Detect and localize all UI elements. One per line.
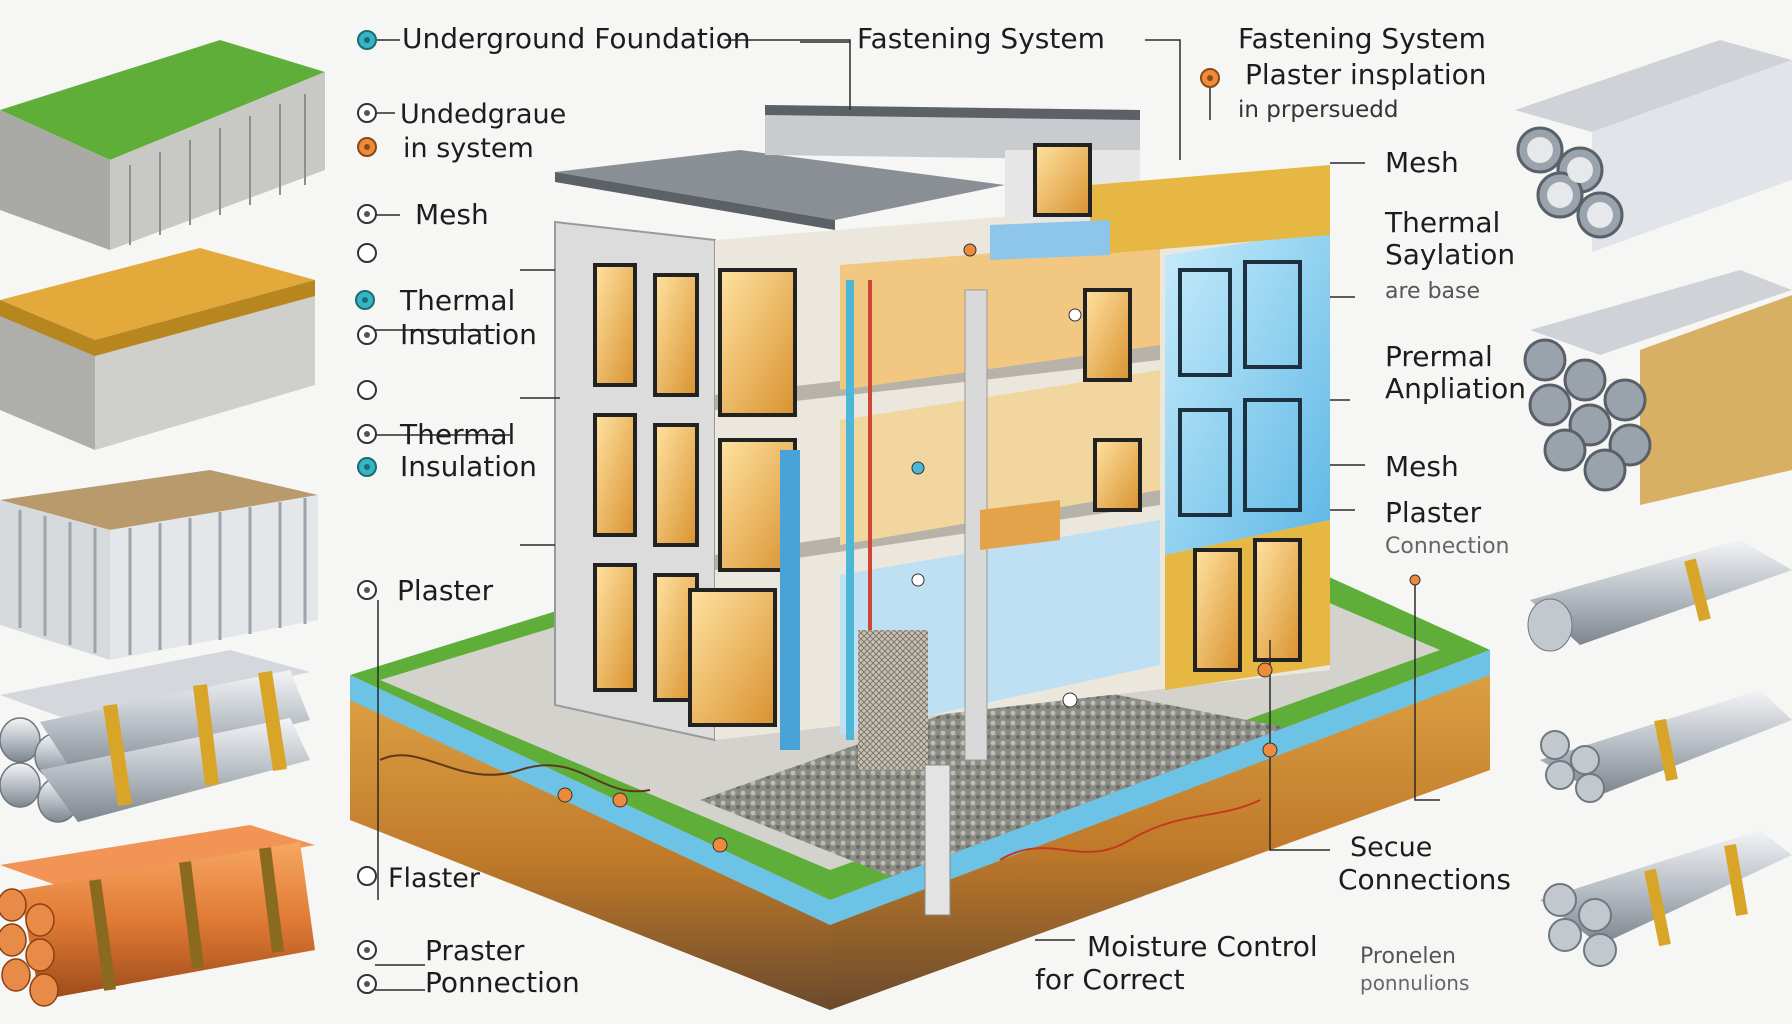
label-for-correct: for Correct [1035,963,1185,996]
sample-sand-block [0,248,315,450]
marker-teal [357,30,377,50]
label-ponnection: Ponnection [425,966,580,999]
label-are-base: are base [1385,279,1481,304]
marker [357,424,377,444]
sample-pipe-bundle-4 [1540,690,1792,803]
marker [357,940,377,960]
label-pronelen: Pronelen [1360,944,1456,969]
sample-pipe-bundle-3 [1527,540,1792,652]
label-plaster-insplation: Plaster insplation [1245,58,1487,91]
label-insulation-2: Insulation [400,450,537,483]
sample-copper-pipe-bundle [0,825,315,1007]
label-underground-foundation: Underground Foundation [402,22,751,55]
label-anpliation: Anpliation [1385,372,1527,405]
label-praster: Praster [425,934,525,967]
label-plaster-left: Plaster [397,574,494,607]
label-mesh-left: Mesh [415,198,489,231]
label-moisture-control: Moisture Control [1087,930,1318,963]
sample-pipe-block-1 [1515,40,1792,252]
marker [357,380,377,400]
marker-orange [357,137,377,157]
marker [357,974,377,994]
marker [357,103,377,123]
marker-teal [357,457,377,477]
marker [357,866,377,886]
label-flaster: Flaster [388,863,480,894]
label-fastening-system-right: Fastening System [1238,22,1486,55]
label-saylation: Saylation [1385,238,1516,271]
label-in-system: in system [403,133,534,164]
label-connection: Connection [1385,534,1510,559]
building [554,105,1330,916]
label-ponnulions: ponnulions [1360,971,1470,995]
label-undedgraue: Undedgraue [400,99,567,130]
label-secue: Secue [1350,832,1433,863]
marker-orange [1200,68,1220,88]
marker [357,580,377,600]
label-fastening-system-center: Fastening System [857,22,1105,55]
sample-pipe-block-2 [1523,270,1792,505]
label-connections: Connections [1338,863,1512,896]
label-in-prpersued: in prpersuedd [1238,97,1399,123]
label-prermal: Prermal [1385,340,1493,373]
label-thermal-right: Thermal [1385,206,1501,239]
label-insulation-1: Insulation [400,318,537,351]
marker [357,325,377,345]
sample-grass-block [0,40,325,250]
label-thermal-1: Thermal [400,284,516,317]
label-mesh-right-1: Mesh [1385,146,1459,179]
sample-insulation-block [0,470,318,660]
marker-teal [355,290,375,310]
label-mesh-right-2: Mesh [1385,450,1459,483]
marker [357,204,377,224]
sample-pipe-bundle-5 [1540,830,1792,967]
label-plaster-right: Plaster [1385,496,1482,529]
label-thermal-2: Thermal [400,418,516,451]
sample-steel-pipe-bundle-left [0,650,310,823]
callout-dots [557,243,1421,853]
marker [357,243,377,263]
